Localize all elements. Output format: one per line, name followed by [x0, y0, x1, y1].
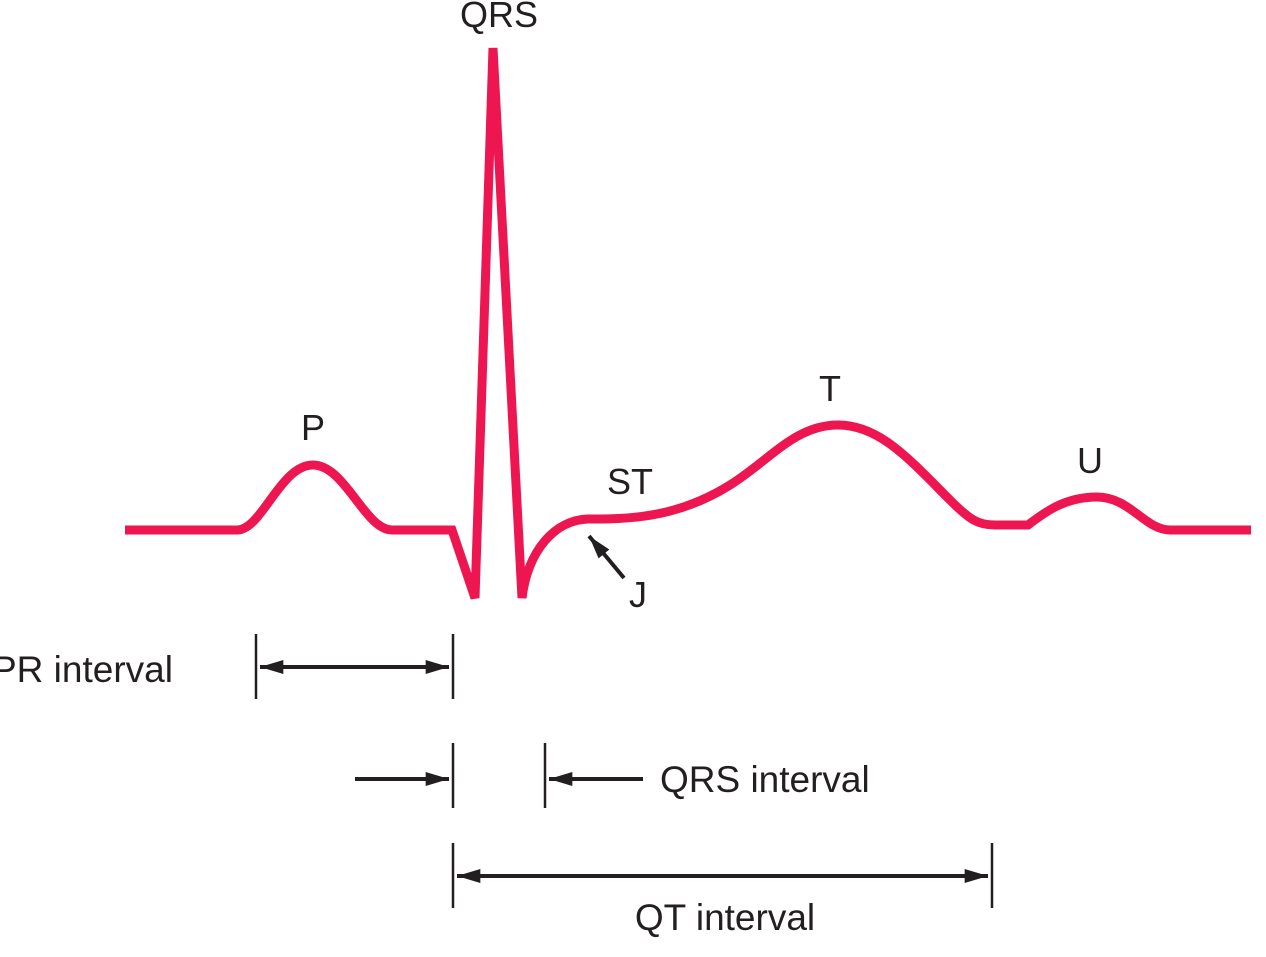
qrs-interval: [355, 743, 643, 808]
p-wave-label: P: [301, 407, 325, 448]
t-wave-label: T: [819, 368, 841, 409]
qt-interval: [451, 843, 994, 908]
pr-interval: [254, 634, 455, 699]
qrs-interval-label: QRS interval: [660, 759, 870, 800]
j-point-label: J: [629, 574, 647, 615]
u-wave-label: U: [1077, 440, 1103, 481]
st-segment-label: ST: [607, 461, 653, 502]
pr-interval-label: PR interval: [0, 649, 173, 690]
qt-interval-label: QT interval: [635, 897, 815, 938]
qrs-wave-label: QRS: [460, 0, 538, 35]
ecg-trace: [125, 47, 1251, 600]
j-point-arrow: [587, 534, 626, 580]
